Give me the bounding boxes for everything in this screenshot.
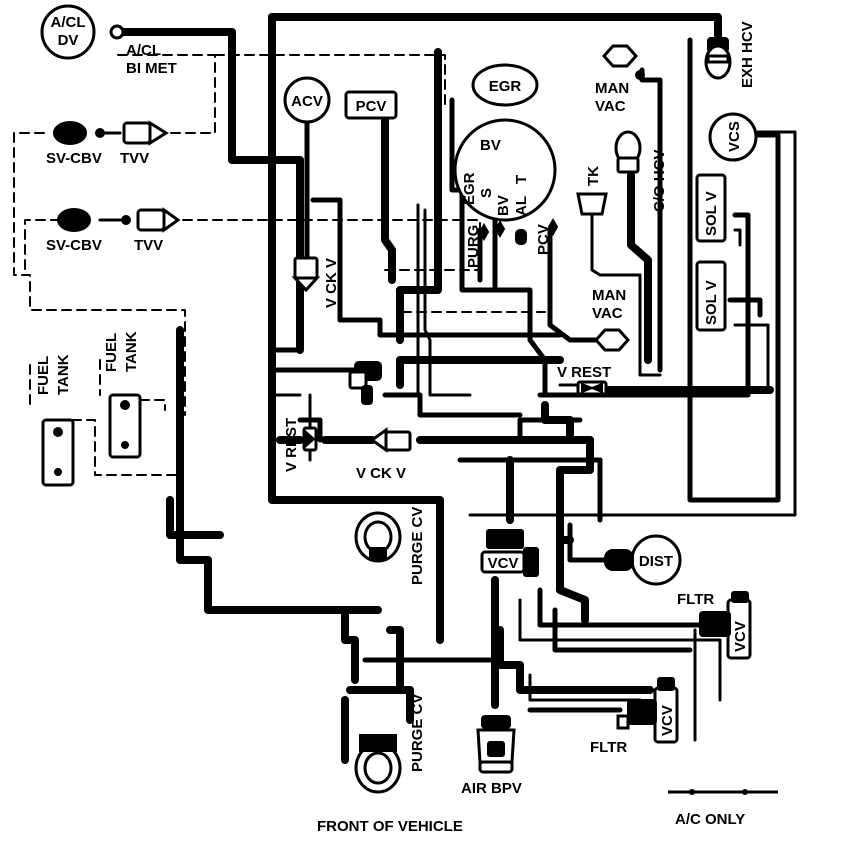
purge-cv-2-component [354,734,402,794]
front-of-vehicle-label: FRONT OF VEHICLE [317,818,463,835]
egr-t-label: T [513,175,530,184]
vacuum-hoses [13,13,797,764]
vcv-right-1-label: VCV [732,621,749,652]
v-ck-v-1-label: V CK V [323,258,340,308]
egr-s-label: S [478,188,495,198]
vcs-component: VCS [708,112,758,162]
egr-al-label: AL [513,196,530,216]
purge-cv-1-label: PURGE CV [409,507,426,585]
fuel-tank-2-label-line1: FUEL [103,333,120,372]
v-rest-1-component [302,426,318,452]
sv-cbv-1-label: SV-CBV [46,150,102,167]
v-rest-1-label: V REST [283,418,300,472]
dist-label: DIST [639,553,673,570]
vcs-label: VCS [726,121,743,152]
fltr-1-label: FLTR [677,591,714,608]
fuel-tank-1-label-line1: FUEL [35,356,52,395]
co-hcv-label: C/O HCV [651,149,668,212]
acl-dv-component: A/CL DV [40,4,125,60]
ac-only-label: A/C ONLY [675,811,745,828]
vcv-center-component: VCV [480,529,539,577]
tvv-2-label: TVV [134,237,163,254]
sol-v-1-component: SOL V [695,173,727,243]
egr-valve-component: EGR BV EGR S BV AL T [453,63,557,222]
acl-bimet-label-line1: A/CL [126,42,161,59]
vcv-right-2-component: VCV [616,677,679,744]
sol-v-1-label: SOL V [703,191,720,236]
sol-v-2-component: SOL V [695,260,727,332]
pcv-top-label: PCV [356,98,387,115]
vcv-right-2-label: VCV [659,705,676,736]
acl-dv-label-line2: DV [58,32,79,49]
purg-label: PURG [465,225,482,268]
man-vac-mid-component [593,328,631,352]
sol-v-2-label: SOL V [703,280,720,325]
tk-component [576,192,608,216]
exh-hcv-component [704,37,732,80]
acv-label: ACV [291,93,323,110]
man-vac-top-label-line1: MAN [595,80,629,97]
egr-ports [478,217,559,245]
acl-bimet-label-line2: BI MET [126,60,177,77]
sv-cbv-1-component [53,120,169,146]
man-vac-top-component [601,44,645,80]
fuel-tank-2-component [108,393,142,459]
tvv-1-label: TVV [120,150,149,167]
center-valve-cluster [348,361,382,405]
purge-cv-2-label: PURGE CV [409,694,426,772]
fuel-tank-1-component [41,418,75,487]
v-ck-v-2-label: V CK V [356,465,406,482]
vcv-right-1-component: VCV [699,591,752,660]
fuel-tank-1-label-line2: TANK [55,354,72,395]
fltr-2-label: FLTR [590,739,627,756]
acl-dv-label-line1: A/CL [51,14,86,31]
exh-hcv-label: EXH HCV [739,21,756,88]
egr-bv-label: BV [480,137,501,154]
co-hcv-component [614,130,642,174]
air-bpv-component [476,715,516,774]
man-vac-top-label-line2: VAC [595,98,626,115]
vcv-center-label: VCV [488,555,519,572]
egr-egr-label: EGR [461,172,478,205]
man-vac-mid-label-line2: VAC [592,305,623,322]
acv-component: ACV [283,76,331,124]
v-ck-v-2-component [369,427,412,453]
sv-cbv-2-label: SV-CBV [46,237,102,254]
v-rest-2-label: V REST [557,364,611,381]
fuel-tank-2-label-line2: TANK [123,331,140,372]
air-bpv-label: AIR BPV [461,780,522,797]
ac-only-legend: A/C ONLY [668,789,778,828]
pcv-top-component: PCV [344,90,398,120]
egr-bv2-label: BV [495,195,512,216]
egr-label: EGR [489,78,522,95]
sv-cbv-2-component [57,207,181,233]
dist-component: DIST [604,534,682,586]
man-vac-mid-label-line1: MAN [592,287,626,304]
purge-cv-1-component [354,511,402,563]
v-ck-v-1-component [291,256,321,293]
pcv-side-label: PCV [535,224,552,255]
tk-label: TK [585,166,602,186]
v-rest-2-component [576,380,608,396]
